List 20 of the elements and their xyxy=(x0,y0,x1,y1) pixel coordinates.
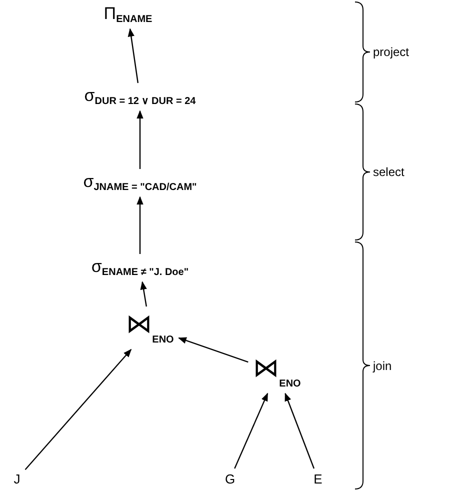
join-operator: ⋈$_{ENO}$ xyxy=(251,354,303,390)
arrow xyxy=(136,110,144,169)
operator-label: σ$_{ENAME ≠ "J. Doe"}$ xyxy=(89,257,191,279)
operator-label: σ$_{DUR = 12 ∨ DUR = 24}$ xyxy=(82,86,198,108)
relation-label: J xyxy=(12,472,22,486)
relation-label: G xyxy=(222,472,238,486)
operator-label: Π$_{ENAME}$ xyxy=(102,4,154,26)
arrow xyxy=(284,392,315,469)
operator-label: σ$_{JNAME = "CAD/CAM"}$ xyxy=(81,172,199,194)
arrow xyxy=(140,281,147,307)
arrow xyxy=(234,392,268,469)
arrow xyxy=(136,196,144,254)
relation-label: E xyxy=(312,472,324,486)
arrow xyxy=(178,337,248,363)
join-operator: ⋈$_{ENO}$ xyxy=(124,310,176,346)
arrow xyxy=(128,28,139,84)
brace-label: select xyxy=(373,165,404,179)
arrow xyxy=(24,348,132,470)
brace-label: join xyxy=(373,358,392,372)
brace-label: project xyxy=(373,45,410,59)
